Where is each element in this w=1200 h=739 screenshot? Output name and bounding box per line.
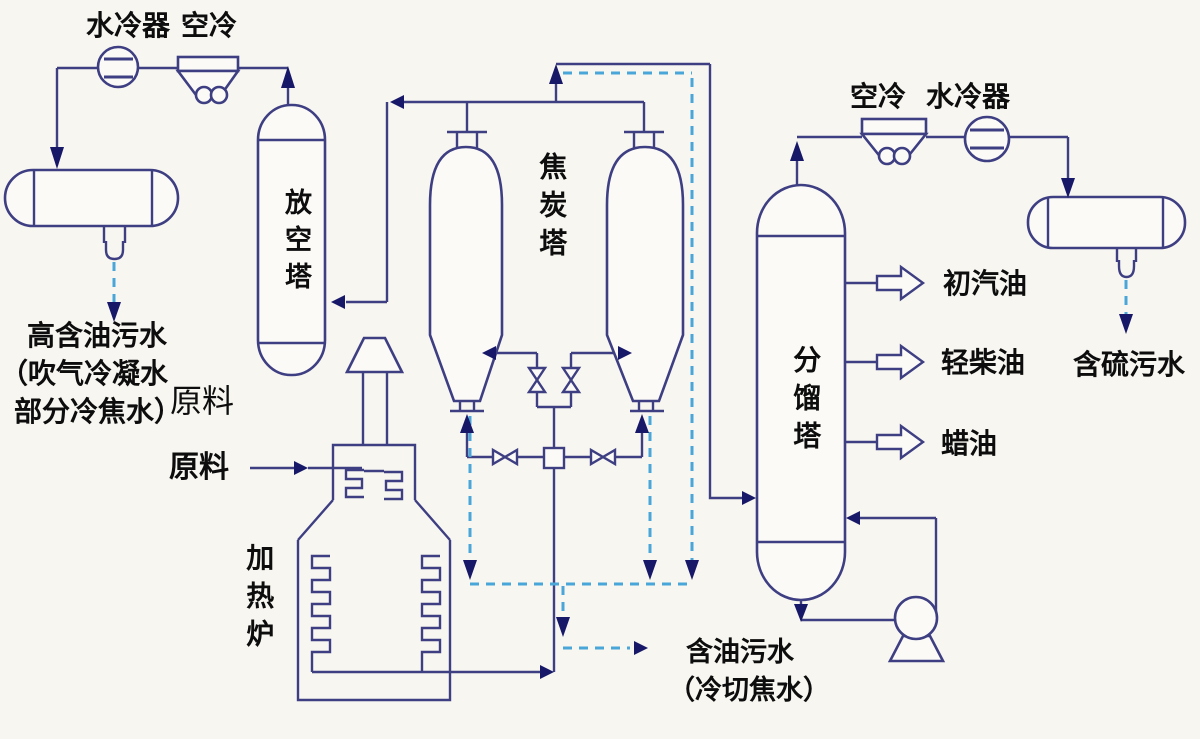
air-cooler-left-icon [175, 55, 241, 105]
light-diesel-label: 轻柴油 [941, 347, 1026, 378]
oily-water-label-line2: （冷切焦水） [668, 675, 830, 705]
vent-tower-shape [256, 103, 327, 377]
vent-tower-label: 放空塔 [281, 188, 312, 299]
pump-icon [887, 595, 946, 663]
sour-water-label: 含硫污水 [1073, 349, 1186, 380]
wax-oil-outlet-arrow [875, 423, 926, 461]
product-outlet-arrows [875, 264, 926, 461]
left-air-cooler-label: 空冷 [181, 10, 238, 41]
feed-label: 原料 [169, 451, 229, 484]
coke-tower-label: 焦炭塔 [536, 152, 568, 266]
high-oily-water-label-line3: 部分冷焦水） [14, 396, 183, 427]
naphtha-outlet-arrow [875, 264, 926, 302]
right-reflux-drum [1026, 195, 1187, 279]
heater-shape [296, 336, 452, 702]
right-water-cooler-label: 水冷器 [926, 81, 1011, 112]
water-cooler-right-icon [963, 115, 1011, 163]
feed-overlay-label: 原料 [170, 383, 235, 419]
valve-icons [491, 366, 617, 470]
left-reflux-drum [3, 168, 180, 261]
oily-water-label-line1: 含油污水 [686, 637, 794, 667]
fractionator-shape [755, 183, 847, 602]
coke-tower-left-shape [428, 130, 504, 413]
left-water-cooler-label: 水冷器 [86, 10, 171, 41]
water-cooler-left-icon [96, 45, 140, 89]
water-dashed-lines [112, 71, 1128, 650]
switch-valve-icon [542, 446, 566, 470]
coke-tower-right-shape [605, 130, 685, 413]
high-oily-water-label-line1: 高含油污水 [27, 320, 168, 351]
right-air-cooler-label: 空冷 [850, 81, 907, 112]
flow-arrowheads [50, 64, 1133, 679]
high-oily-water-label-line2: （吹气冷凝水 [0, 358, 169, 389]
air-cooler-right-icon [859, 117, 929, 166]
naphtha-label: 初汽油 [943, 268, 1028, 299]
heater-label: 加热炉 [243, 543, 275, 657]
diesel-outlet-arrow [875, 343, 926, 381]
fractionator-label: 分馏塔 [790, 345, 822, 459]
wax-oil-label: 蜡油 [941, 428, 998, 459]
